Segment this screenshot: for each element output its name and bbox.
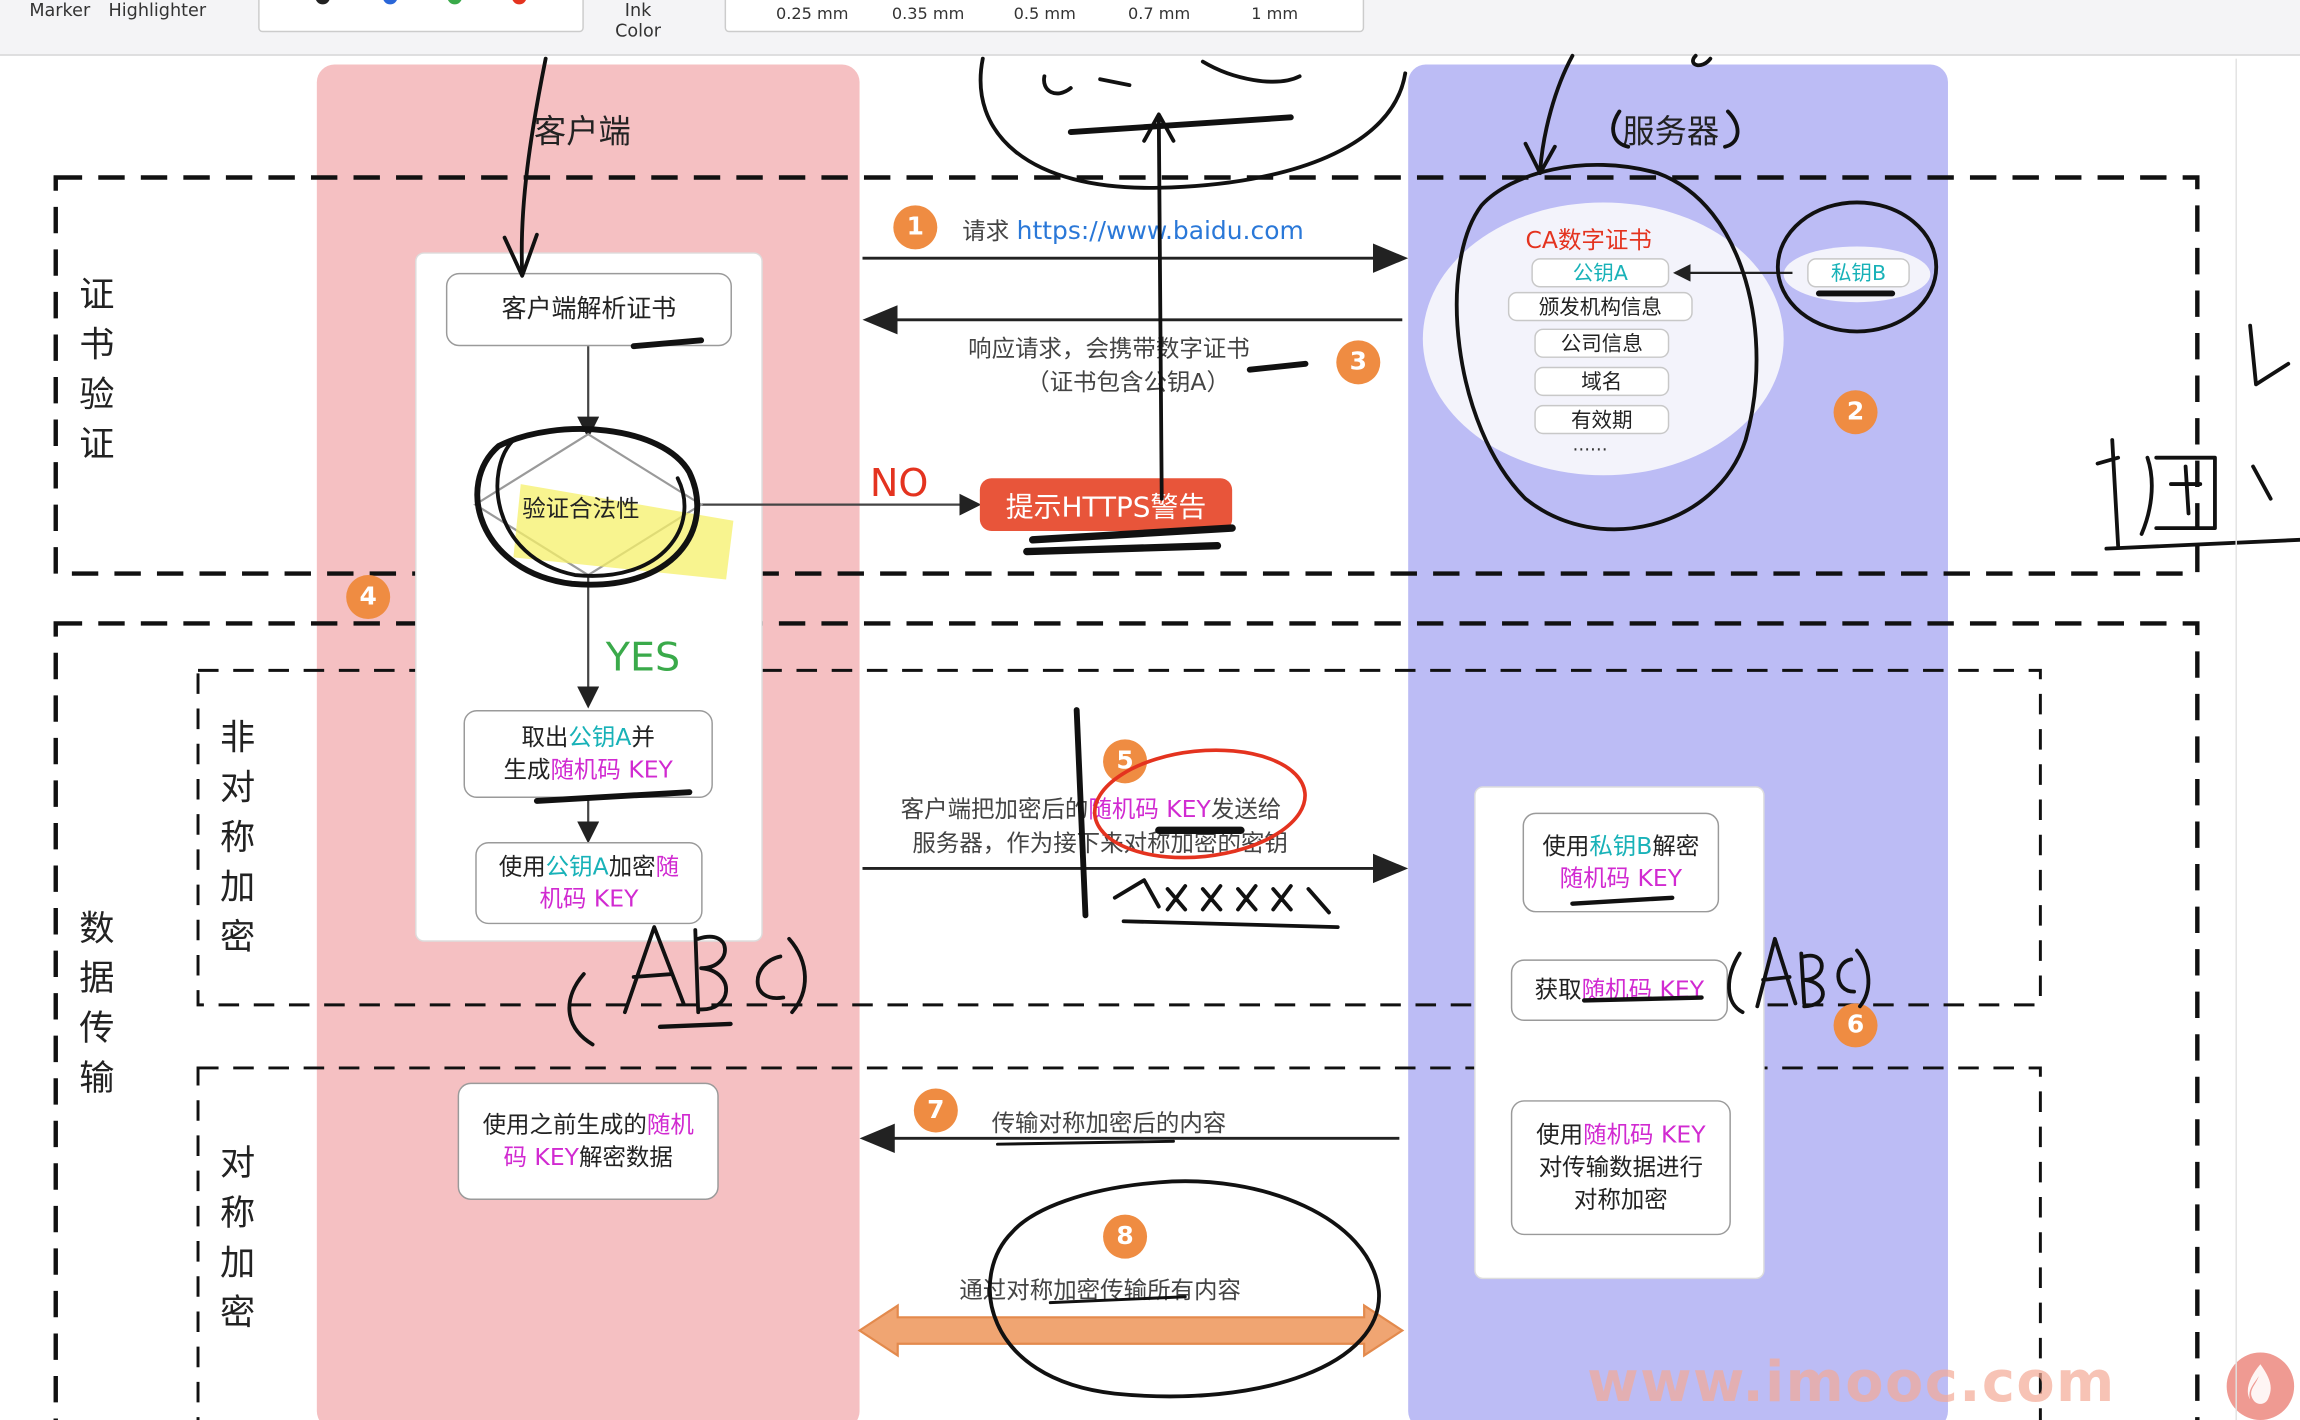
yes-label: YES: [605, 635, 681, 681]
width-option[interactable]: 0.25 mm: [775, 4, 849, 24]
step-badge-5: 5: [1103, 739, 1148, 784]
ca-item-company: 公司信息: [1534, 328, 1670, 358]
step-badge-2: 2: [1833, 390, 1878, 435]
imooc-logo-icon: [2226, 1352, 2295, 1420]
https-warning-button[interactable]: 提示HTTPS警告: [979, 478, 1233, 532]
black-swatch-icon[interactable]: [315, 0, 331, 5]
ca-item-domain: 域名: [1534, 366, 1670, 397]
width-option[interactable]: 0.5 mm: [1013, 4, 1076, 24]
server-title: 服务器: [1622, 114, 1720, 152]
ca-item-expiry: 有效期: [1534, 404, 1670, 435]
page-edge: [2235, 58, 2237, 1420]
blue-swatch-icon[interactable]: [382, 0, 398, 5]
ca-item-issuer: 颁发机构信息: [1507, 291, 1693, 322]
ink-color-button[interactable]: Ink Color: [615, 0, 662, 42]
parse-cert-box: 客户端解析证书: [445, 272, 732, 347]
no-label: NO: [869, 462, 929, 507]
highlighter-tool[interactable]: Highlighter: [108, 0, 207, 21]
width-option[interactable]: 0.7 mm: [1128, 4, 1191, 24]
verify-label: 验证合法性: [522, 494, 640, 523]
color-swatch-tray[interactable]: [258, 0, 584, 33]
step5-text: 客户端把加密后的随机码 KEY发送给 服务器，作为接下来对称加密的密钥: [900, 795, 1288, 857]
symmetric-encrypt-box: 使用随机码 KEY 对传输数据进行 对称加密: [1510, 1100, 1731, 1236]
step3-text: 响应请求，会携带数字证书 （证书包含公钥A）: [968, 334, 1250, 397]
stroke-width-tray: 0.25 mm 0.35 mm 0.5 mm 0.7 mm 1 mm: [724, 0, 1365, 33]
annotation-toolbar: Marker Highlighter Ink Color 0.25 mm 0.3…: [0, 0, 2300, 56]
section-label-symmetric: 对称加密: [220, 1142, 256, 1334]
watermark-text: www.imooc.com: [1587, 1349, 2116, 1415]
private-key-label: 私钥B: [1807, 258, 1910, 288]
step8-text: 通过对称加密传输所有内容: [959, 1276, 1241, 1305]
section-label-cert-verify: 证书验证: [79, 274, 115, 466]
green-swatch-icon[interactable]: [447, 0, 463, 5]
width-option[interactable]: 1 mm: [1251, 4, 1299, 24]
step-badge-3: 3: [1336, 340, 1381, 385]
client-flow-panel: [415, 252, 763, 942]
encrypt-key-box: 使用公钥A加密随 机码 KEY: [475, 842, 703, 925]
ca-item-pubkey: 公钥A: [1531, 258, 1670, 288]
section-label-data-transfer: 数据传输: [79, 908, 115, 1099]
ca-item-more: ……: [1572, 434, 1608, 455]
red-swatch-icon[interactable]: [511, 0, 527, 5]
decrypt-data-box: 使用之前生成的随机 码 KEY解密数据: [457, 1082, 719, 1200]
step-badge-6: 6: [1833, 1003, 1878, 1048]
section-label-asymmetric: 非对称加密: [220, 717, 256, 958]
step-badge-8: 8: [1103, 1214, 1148, 1259]
client-title: 客户端: [533, 114, 631, 152]
decrypt-key-box: 使用私钥B解密 随机码 KEY: [1522, 812, 1720, 913]
take-pubkey-box: 取出公钥A并 生成随机码 KEY: [463, 709, 713, 799]
step7-text: 传输对称加密后的内容: [991, 1109, 1227, 1137]
ca-cert-title: CA数字证书: [1525, 225, 1652, 254]
width-option[interactable]: 0.35 mm: [891, 4, 965, 24]
step1-text: 请求 https://www.baidu.com: [962, 217, 1304, 247]
step-badge-4: 4: [346, 575, 391, 620]
marker-tool[interactable]: Marker: [29, 0, 91, 21]
step-badge-1: 1: [893, 205, 938, 250]
get-key-box: 获取随机码 KEY: [1510, 959, 1728, 1021]
step-badge-7: 7: [913, 1088, 958, 1133]
